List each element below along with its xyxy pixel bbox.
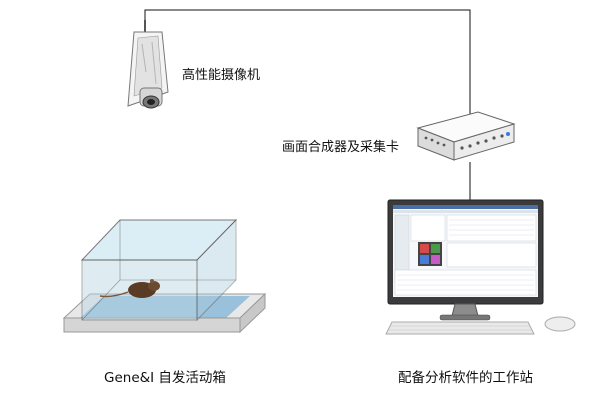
arena-icon — [62, 218, 267, 334]
camera-label: 高性能摄像机 — [182, 68, 261, 83]
workstation-label: 配备分析软件的工作站 — [398, 370, 533, 386]
synthesizer-device-icon — [416, 111, 516, 161]
workstation-icon — [385, 199, 576, 335]
arena-label: Gene&I 自发活动箱 — [104, 370, 226, 386]
synthesizer-label: 画面合成器及采集卡 — [282, 140, 400, 155]
camera-icon — [127, 20, 169, 109]
wire-camera-to-synthesizer — [144, 9, 471, 120]
mouse-animal-icon — [99, 279, 160, 298]
